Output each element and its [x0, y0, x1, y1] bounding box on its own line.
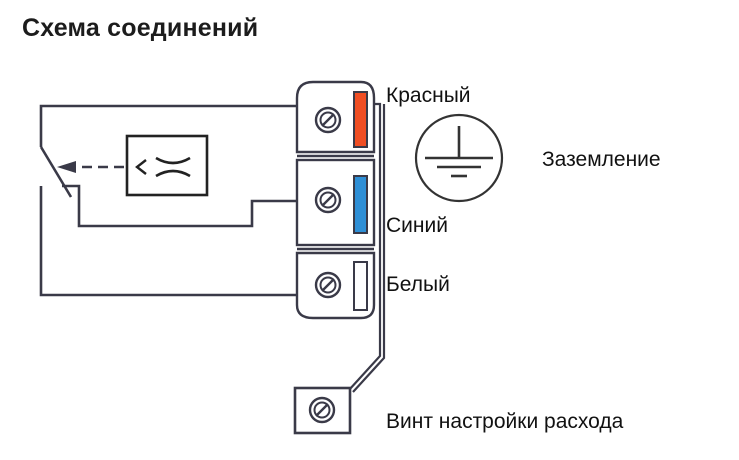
earth-ground-icon	[414, 113, 504, 203]
adjust-screw[interactable]	[293, 386, 352, 435]
actuator-link	[57, 161, 124, 173]
ground-strap	[348, 102, 386, 393]
wire-tab-white	[353, 261, 368, 311]
terminal-screw-icon	[314, 106, 342, 134]
label-ground: Заземление	[542, 148, 661, 171]
label-blue-wire: Синий	[386, 214, 448, 237]
wire-white-circuit	[39, 186, 297, 297]
arrow-head-icon	[57, 161, 76, 173]
wire-tab-red	[353, 91, 368, 148]
terminal-screw-icon	[314, 186, 342, 214]
label-white-wire: Белый	[386, 273, 450, 296]
wire-tab-blue	[353, 175, 368, 234]
flow-sensor-icon	[125, 134, 209, 197]
wire-red-circuit	[39, 104, 297, 147]
diagram-title: Схема соединений	[22, 14, 259, 42]
switch-blade	[39, 146, 73, 198]
slotted-screw-icon	[308, 396, 336, 424]
label-red-wire: Красный	[386, 84, 471, 107]
wire-blue-circuit	[62, 184, 297, 228]
label-adjust-screw: Винт настройки расхода	[386, 410, 624, 433]
terminal-screw-icon	[314, 271, 342, 299]
